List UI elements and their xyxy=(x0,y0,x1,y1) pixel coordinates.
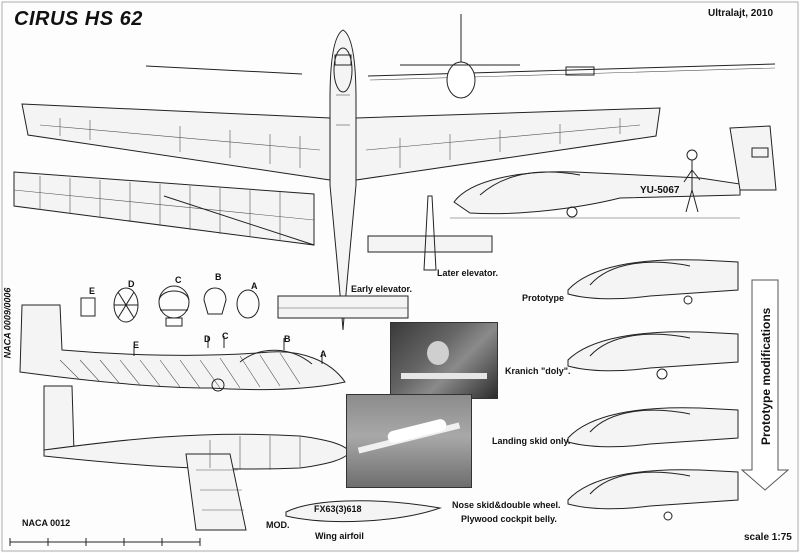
section-label-a: A xyxy=(251,281,258,291)
front-view xyxy=(367,14,776,99)
top-view-wing xyxy=(21,103,661,181)
down-arrow-icon xyxy=(740,279,790,491)
variant-label-prototype: Prototype xyxy=(522,293,565,303)
workshop-photo xyxy=(390,322,498,399)
section-label-b: B xyxy=(215,272,222,282)
section-label-d: D xyxy=(128,279,135,289)
cross-sections xyxy=(80,285,260,327)
marker-e: E xyxy=(133,340,140,350)
pilot-figure xyxy=(683,149,701,213)
tail-airfoil-label: NACA 0009/0006 xyxy=(2,287,13,359)
wing-plan xyxy=(13,171,315,246)
later-elevator-view xyxy=(367,195,493,271)
stabilizer-airfoil-label: NACA 0012 xyxy=(22,518,71,528)
structure-top-view xyxy=(43,385,351,531)
prototype-modifications-label: Prototype modifications xyxy=(759,307,773,445)
wing-airfoil-shape xyxy=(285,500,442,523)
airfoil-code-label: FX63(3)618 xyxy=(314,504,362,514)
top-view-stabilizer xyxy=(277,295,409,319)
marker-b: B xyxy=(284,334,291,344)
scale-bar xyxy=(9,538,201,546)
credit-label: Ultralajt, 2010 xyxy=(708,8,774,19)
marker-d: D xyxy=(204,334,211,344)
prototype-variants xyxy=(567,259,739,521)
marker-c: C xyxy=(222,331,229,341)
flight-photo xyxy=(346,394,472,488)
variant-label-plywood: Plywood cockpit belly. xyxy=(461,514,557,524)
later-elevator-label: Later elevator. xyxy=(437,268,499,278)
section-label-c: C xyxy=(175,275,182,285)
structure-side-view xyxy=(19,304,346,392)
top-view-fuselage xyxy=(329,29,357,331)
registration-label: YU-5067 xyxy=(640,185,680,196)
mod-label: MOD. xyxy=(266,520,290,530)
marker-a: A xyxy=(320,349,327,359)
early-elevator-label: Early elevator. xyxy=(351,284,413,294)
page-title: CIRUS HS 62 xyxy=(14,8,143,30)
variant-label-landing-skid: Landing skid only. xyxy=(492,436,571,446)
variant-label-kranich: Kranich "doly". xyxy=(505,366,571,376)
section-label-e: E xyxy=(89,286,96,296)
variant-label-nose-skid: Nose skid&double wheel. xyxy=(452,500,561,510)
scale-label: scale 1:75 xyxy=(744,532,792,543)
wing-airfoil-label: Wing airfoil xyxy=(315,531,364,541)
side-view-glider xyxy=(450,125,777,219)
